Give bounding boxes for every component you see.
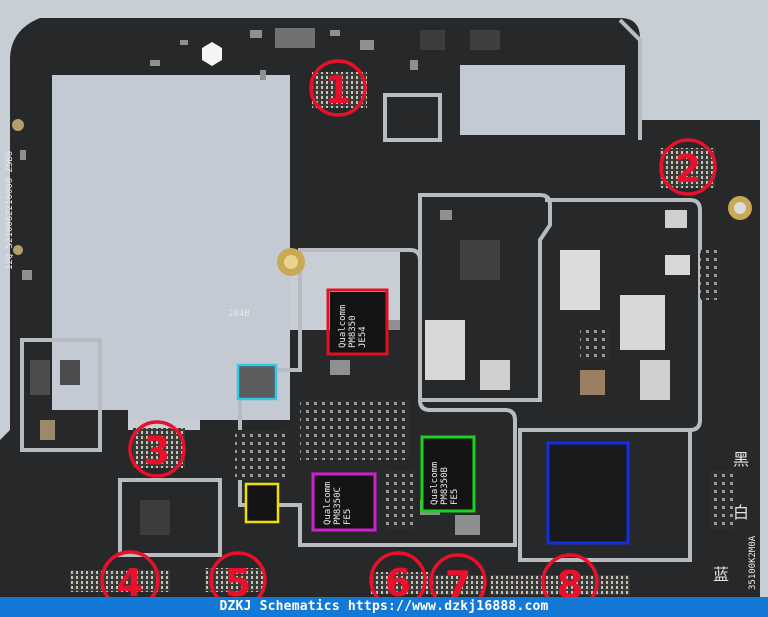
marker-3: 3 <box>128 420 186 478</box>
chip-magenta: Qualcomm PM8350C FE5 <box>311 472 377 532</box>
marker-1-label: 1 <box>325 68 351 112</box>
highlight-box-red <box>326 288 389 356</box>
chip3-line3: FE5 <box>343 509 353 525</box>
silkscreen-right-code: 35100K2M0A <box>748 535 758 590</box>
screw-holes <box>12 42 752 276</box>
chip3-line2: PM8350C <box>333 487 343 525</box>
silkscreen-board-id: 2048 <box>228 309 250 319</box>
chip1-line2: PM8350 <box>348 315 358 348</box>
components <box>20 28 735 535</box>
silkscreen-side-code: 12Q 5210062210000 Z5B0 <box>5 151 15 270</box>
chip2-line1: Qualcomm <box>430 462 440 505</box>
chip-cyan <box>236 363 278 401</box>
chip1-line1: Qualcomm <box>338 305 348 348</box>
watermark-banner: DZKJ Schematics https://www.dzkj16888.co… <box>0 597 768 617</box>
marker-3-label: 3 <box>144 429 170 473</box>
board-cutout-right <box>460 65 625 135</box>
highlight-box-yellow <box>244 482 280 524</box>
label-black: 黑 <box>733 450 749 469</box>
chip-yellow <box>244 482 280 524</box>
chip-blue <box>546 441 630 545</box>
chip-green: Qualcomm PM8350B FE5 <box>420 435 476 513</box>
chip2-line3: FE5 <box>450 489 460 505</box>
highlight-box-green <box>420 435 476 513</box>
chip3-line1: Qualcomm <box>323 482 333 525</box>
connectors <box>70 72 715 595</box>
highlight-box-blue <box>546 441 630 545</box>
marker-2: 2 <box>659 138 717 196</box>
chip2-line2: PM8350B <box>440 467 450 505</box>
label-blue: 蓝 <box>713 565 729 584</box>
chip-pmic-red: Qualcomm PM8350 JE54 <box>326 288 389 356</box>
board-bridge <box>290 150 400 250</box>
marker-2-label: 2 <box>675 147 701 191</box>
highlight-box-cyan <box>236 363 278 401</box>
marker-1: 1 <box>309 59 367 117</box>
label-white: 白 <box>733 503 749 522</box>
chip1-line3: JE54 <box>358 326 368 348</box>
highlight-box-magenta <box>311 472 377 532</box>
shield-frames <box>20 18 702 562</box>
